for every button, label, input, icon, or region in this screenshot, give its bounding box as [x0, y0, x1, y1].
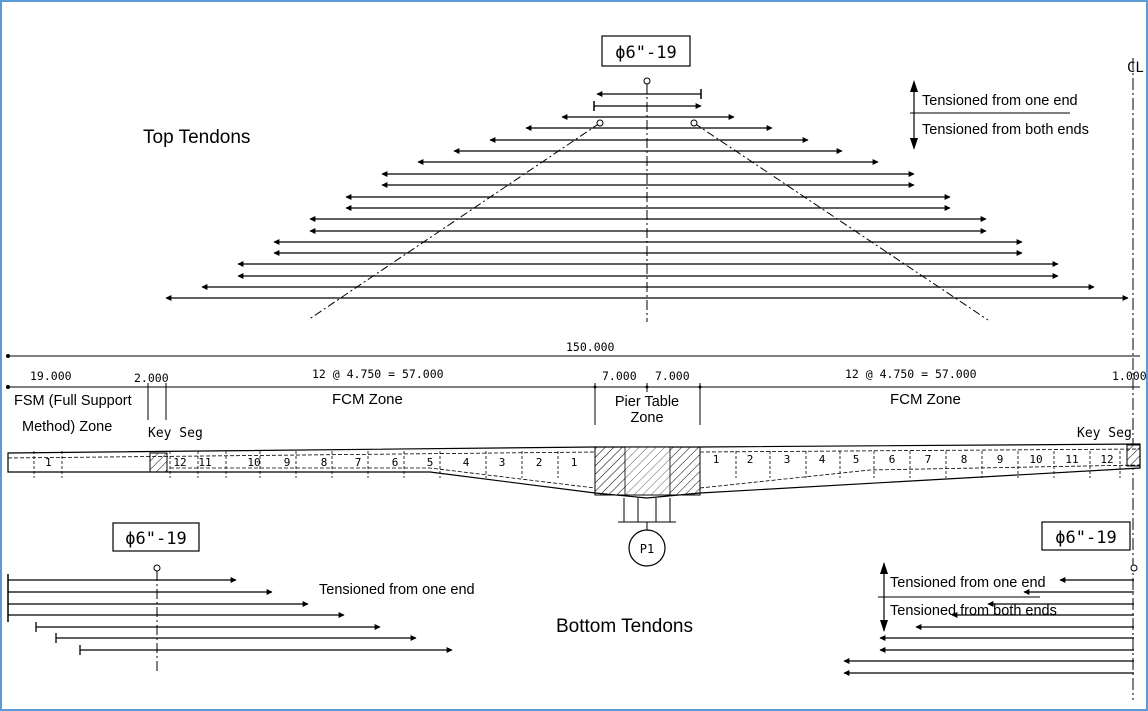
tendon-spec-box-bottom-left: ϕ6"-19: [112, 522, 200, 552]
segment-label-left: 10: [247, 456, 260, 469]
segment-label-right: 12: [1100, 453, 1113, 466]
segment-label-left: 4: [463, 456, 470, 469]
tendon-spec-bottom-left: ϕ6"-19: [125, 529, 186, 549]
top-tendons-title: Top Tendons: [143, 127, 250, 148]
dim-key-right: 1.000: [1112, 369, 1147, 383]
anchor-marker: [643, 77, 651, 85]
segment-label-left: 2: [536, 456, 543, 469]
tendon-spec-bottom-right: ϕ6"-19: [1055, 528, 1116, 548]
dim-fcm-left: 12 @ 4.750 = 57.000: [312, 367, 444, 381]
anchor-marker: [596, 119, 604, 127]
zone-fcm-right: FCM Zone: [890, 391, 961, 408]
bottom-right-tendon-arrows: [843, 577, 1134, 676]
segment-label-right: 6: [889, 453, 896, 466]
tendon-spec-box-top: ϕ6"-19: [601, 35, 691, 67]
centerline-label: CL: [1127, 60, 1144, 76]
zone-key-seg-right: Key Seg: [1077, 426, 1132, 441]
legend-bottom-right: Tensioned from one end Tensioned from bo…: [878, 562, 1057, 632]
segment-label-left: 12: [173, 456, 186, 469]
dim-fcm-right: 12 @ 4.750 = 57.000: [845, 367, 977, 381]
zone-pier-line1: Pier Table: [615, 394, 679, 410]
girder-elevation: [7, 443, 1141, 499]
tendon-spec-box-bottom-right: ϕ6"-19: [1041, 521, 1131, 551]
segment-label-right: 4: [819, 453, 826, 466]
segment-label-left: 9: [284, 456, 291, 469]
dimension-lines: [6, 354, 1140, 425]
legend-bottom-left-one-end: Tensioned from one end: [319, 582, 475, 598]
segment-label-left: 3: [499, 456, 506, 469]
segment-label-left: 8: [321, 456, 328, 469]
dim-key-left: 2.000: [134, 371, 169, 385]
dim-fsm: 19.000: [30, 369, 72, 383]
dim-pier-right: 7.000: [655, 369, 690, 383]
legend-top: Tensioned from one end Tensioned from bo…: [910, 80, 1089, 150]
bottom-left-tendon-arrows: [8, 577, 453, 655]
dim-pier-left: 7.000: [602, 369, 637, 383]
legend-bottom-right-one-end: Tensioned from one end: [890, 575, 1046, 591]
bottom-tendons-title: Bottom Tendons: [556, 616, 693, 637]
pier-label: P1: [640, 542, 654, 556]
legend-top-both-ends: Tensioned from both ends: [922, 122, 1089, 138]
top-tendon-arrows: [165, 89, 1129, 301]
zone-fsm-line1: FSM (Full Support: [14, 393, 132, 409]
segment-label-right: 7: [925, 453, 932, 466]
segment-label-left: 7: [355, 456, 362, 469]
segment-label-left: 11: [198, 456, 211, 469]
legend-top-one-end: Tensioned from one end: [922, 93, 1078, 109]
anchor-marker: [690, 119, 698, 127]
fsm-segment-label: 1: [45, 456, 52, 469]
segment-label-right: 10: [1029, 453, 1042, 466]
dim-total: 150.000: [566, 340, 615, 354]
segment-label-right: 2: [747, 453, 754, 466]
zone-fcm-left: FCM Zone: [332, 391, 403, 408]
pier-p1: P1: [618, 498, 676, 567]
segment-label-right: 8: [961, 453, 968, 466]
segment-label-right: 5: [853, 453, 860, 466]
tendon-spec-top: ϕ6"-19: [615, 43, 676, 63]
legend-bottom-right-both-ends: Tensioned from both ends: [890, 603, 1057, 619]
segment-label-right: 1: [713, 453, 720, 466]
zone-key-seg-left: Key Seg: [148, 426, 203, 441]
segment-label-right: 11: [1065, 453, 1078, 466]
segment-label-right: 9: [997, 453, 1004, 466]
zone-pier-line2: Zone: [630, 410, 663, 426]
segment-label-left: 5: [427, 456, 434, 469]
segment-label-right: 3: [784, 453, 791, 466]
segment-label-left: 1: [571, 456, 578, 469]
segment-label-left: 6: [392, 456, 399, 469]
zone-fsm-line2: Method) Zone: [22, 419, 112, 435]
